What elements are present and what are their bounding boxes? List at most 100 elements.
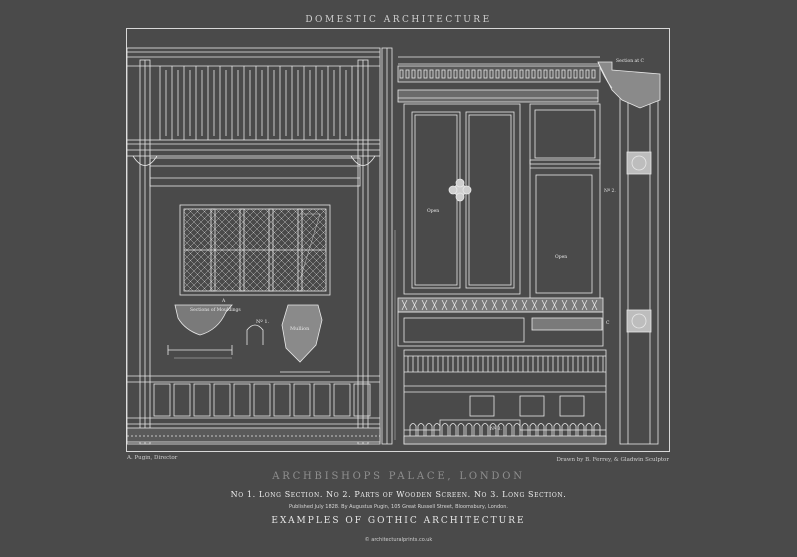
arcade-arch — [529, 423, 537, 436]
arcade-arch — [441, 423, 449, 436]
dentil — [507, 69, 512, 79]
lattice-line — [201, 209, 285, 291]
rail-motif — [491, 299, 498, 311]
lattice-line — [292, 209, 326, 243]
wainscot-panel — [213, 383, 231, 417]
arcade-arch — [569, 423, 577, 436]
long-section-left — [126, 47, 410, 445]
lattice-line — [299, 264, 326, 291]
arcade-arch — [481, 423, 489, 436]
lattice-line — [184, 267, 208, 291]
upper-wall-boarding — [159, 66, 359, 140]
rail-motif — [501, 299, 508, 311]
dentil — [543, 69, 548, 79]
arcade-arch — [513, 423, 521, 436]
rail-motif — [461, 299, 468, 311]
lattice-line — [285, 250, 326, 291]
wainscot-panel — [353, 383, 371, 417]
lattice-line — [236, 209, 320, 291]
wainscot-panel — [293, 383, 311, 417]
arcade-arch — [593, 423, 601, 436]
dentil — [549, 69, 554, 79]
arcade-arch — [585, 423, 593, 436]
no3-gallery-rails — [407, 356, 604, 372]
rail-carved-band — [401, 299, 598, 311]
wainscot-panel — [313, 383, 331, 417]
lattice-line — [285, 209, 326, 250]
arcade-arch — [537, 423, 545, 436]
arcade-arch — [433, 423, 441, 436]
screen-door-leaf — [403, 103, 521, 295]
rail-motif — [511, 299, 518, 311]
label-sections-of-mouldings: Sections of Mouldings — [190, 307, 241, 313]
arcade-arch — [417, 423, 425, 436]
lattice-line — [229, 209, 313, 291]
small-window — [469, 395, 495, 417]
arcade-arch — [457, 423, 465, 436]
plate-main-title: ARCHBISHOPS PALACE, LONDON — [272, 471, 525, 482]
arcade-arch — [473, 423, 481, 436]
rail-motif — [531, 299, 538, 311]
wainscot-panel — [333, 383, 351, 417]
wainscot-panel — [253, 383, 271, 417]
lattice-line — [184, 209, 222, 247]
label-open-right: Open — [555, 254, 567, 260]
wainscot-panel — [273, 383, 291, 417]
lattice-line — [208, 209, 292, 291]
rail-motif — [451, 299, 458, 311]
lattice-line — [278, 243, 326, 291]
label-open-left: Open — [427, 208, 439, 214]
rail-motif — [521, 299, 528, 311]
dentil — [423, 69, 428, 79]
wainscot-panel — [233, 383, 251, 417]
label-dim-a: A — [221, 298, 226, 304]
window-mullions — [184, 208, 326, 292]
section-at-c — [597, 61, 661, 445]
quatrefoil-ornament — [448, 178, 472, 202]
arcade-arch — [465, 423, 473, 436]
dentil — [417, 69, 422, 79]
lattice-line — [320, 209, 326, 215]
lattice-line — [184, 209, 229, 254]
lattice-line — [184, 209, 236, 261]
lattice-line — [184, 209, 194, 219]
cornice-dentils — [399, 69, 596, 79]
arcade-arch — [409, 423, 417, 436]
arcade-arch — [497, 423, 505, 436]
lattice-line — [271, 236, 326, 291]
lattice-line — [187, 209, 271, 291]
rail-motif — [591, 299, 598, 311]
wainscot-panel — [193, 383, 211, 417]
lattice-line — [184, 209, 208, 233]
label-section-at-c: Section at C — [616, 58, 644, 64]
arcade-arch — [425, 423, 433, 436]
lattice-line — [306, 271, 326, 291]
lattice-line — [184, 253, 222, 291]
lattice-line — [292, 257, 326, 291]
publisher-line: Published July 1828. By Augustus Pugin, … — [289, 504, 508, 510]
label-dim-c: C — [606, 320, 610, 326]
lattice-line — [215, 209, 299, 291]
page-header-title: DOMESTIC ARCHITECTURE — [305, 15, 492, 25]
lattice-line — [184, 209, 243, 268]
dentil — [405, 69, 410, 79]
dentil — [513, 69, 518, 79]
lattice-line — [257, 222, 326, 291]
wainscot-panel — [173, 383, 191, 417]
copyright-notice: © architecturalprints.co.uk — [364, 537, 433, 543]
rail-motif — [551, 299, 558, 311]
lattice-line — [299, 209, 326, 236]
arcade-arch — [577, 423, 585, 436]
arcade-arch — [561, 423, 569, 436]
left-section-frame — [126, 47, 381, 445]
dentil — [585, 69, 590, 79]
small-window — [519, 395, 545, 417]
lattice-line — [328, 209, 410, 291]
dentil — [411, 69, 416, 79]
label-mullion: Mullion — [290, 326, 310, 332]
dentil — [471, 69, 476, 79]
no3-windows — [469, 395, 585, 417]
dentil — [477, 69, 482, 79]
dentil — [501, 69, 506, 79]
